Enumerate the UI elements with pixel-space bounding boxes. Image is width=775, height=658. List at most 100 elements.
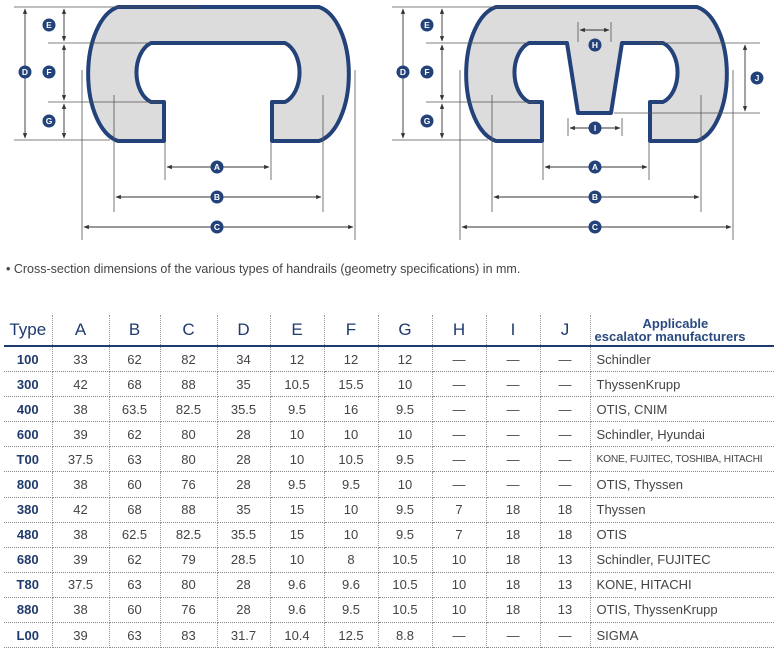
cell-dim-g: 9.5 (378, 497, 433, 523)
cell-manufacturers: OTIS, Thyssen (590, 471, 774, 498)
svg-text:J: J (755, 73, 760, 83)
cell-dim-a: 38 (52, 597, 110, 624)
cell-dim-f: 10 (324, 497, 379, 523)
cell-dim-b: 68 (109, 497, 161, 523)
cell-dim-c: 76 (160, 471, 218, 498)
cell-dim-h: — (432, 421, 487, 448)
dim-label-i: I (588, 121, 602, 135)
cell-dim-e: 12 (270, 346, 325, 373)
cell-type: 400 (4, 396, 53, 423)
cell-dim-c: 80 (160, 421, 218, 448)
figure-caption: • Cross-section dimensions of the variou… (6, 262, 521, 276)
cell-dim-f: 10.5 (324, 446, 379, 473)
svg-text:G: G (424, 116, 431, 126)
cell-dim-i: 18 (486, 497, 541, 523)
cell-manufacturers: KONE, FUJITEC, TOSHIBA, HITACHI (590, 446, 774, 473)
dim-label-g-ribbed: G (420, 114, 434, 128)
cell-dim-g: 8.8 (378, 622, 433, 649)
col-header-j: J (540, 315, 591, 347)
dim-label-d: D (18, 65, 32, 79)
cell-dim-b: 62 (109, 547, 161, 573)
cell-dim-i: 18 (486, 572, 541, 598)
svg-text:E: E (46, 20, 52, 30)
svg-text:F: F (424, 67, 429, 77)
cell-dim-i: 18 (486, 547, 541, 573)
cell-dim-i: — (486, 471, 541, 498)
svg-text:C: C (214, 222, 220, 232)
cell-dim-c: 82.5 (160, 396, 218, 423)
cell-dim-e: 9.5 (270, 396, 325, 423)
cell-dim-c: 88 (160, 497, 218, 523)
cell-dim-g: 10 (378, 371, 433, 398)
cell-dim-h: 7 (432, 522, 487, 548)
cell-dim-g: 10.5 (378, 547, 433, 573)
col-header-type: Type (4, 315, 53, 347)
col-header-d: D (217, 315, 271, 347)
cell-dim-b: 62 (109, 346, 161, 373)
cell-dim-j: — (540, 471, 591, 498)
cell-dim-a: 37.5 (52, 572, 110, 598)
cell-dim-f: 9.6 (324, 572, 379, 598)
dim-label-a: A (210, 160, 224, 174)
handrail-profile-ribbed (464, 5, 729, 143)
cell-dim-c: 82.5 (160, 522, 218, 548)
svg-text:C: C (592, 222, 598, 232)
cell-dim-i: 18 (486, 597, 541, 624)
cell-dim-f: 9.5 (324, 597, 379, 624)
cell-dim-i: 18 (486, 522, 541, 548)
svg-text:B: B (214, 192, 220, 202)
cell-dim-e: 10 (270, 421, 325, 448)
cell-dim-b: 63.5 (109, 396, 161, 423)
cell-dim-f: 8 (324, 547, 379, 573)
svg-text:F: F (46, 67, 51, 77)
col-header-c: C (160, 315, 218, 347)
cell-dim-j: — (540, 371, 591, 398)
svg-text:G: G (46, 116, 53, 126)
cell-dim-f: 15.5 (324, 371, 379, 398)
cell-manufacturers: OTIS, ThyssenKrupp (590, 597, 774, 624)
cell-dim-b: 68 (109, 371, 161, 398)
cell-dim-b: 60 (109, 471, 161, 498)
cell-type: L00 (4, 622, 53, 649)
dim-label-c-ribbed: C (588, 220, 602, 234)
cell-dim-d: 28.5 (217, 547, 271, 573)
cell-dim-c: 80 (160, 572, 218, 598)
cell-dim-i: — (486, 446, 541, 473)
cell-dim-j: 13 (540, 547, 591, 573)
cell-dim-d: 28 (217, 572, 271, 598)
cell-type: 300 (4, 371, 53, 398)
profile-ribbed: D E F G H I J A B C (392, 5, 764, 240)
svg-text:B: B (592, 192, 598, 202)
cell-dim-c: 82 (160, 346, 218, 373)
cell-dim-g: 9.5 (378, 396, 433, 423)
cell-dim-f: 10 (324, 421, 379, 448)
cell-dim-g: 10.5 (378, 597, 433, 624)
svg-text:D: D (400, 67, 406, 77)
cell-dim-h: 10 (432, 547, 487, 573)
cell-dim-e: 10.4 (270, 622, 325, 649)
cell-dim-h: 7 (432, 497, 487, 523)
cell-manufacturers: KONE, HITACHI (590, 572, 774, 598)
cell-dim-h: — (432, 471, 487, 498)
cell-dim-b: 63 (109, 446, 161, 473)
dim-label-b-ribbed: B (588, 190, 602, 204)
cell-dim-i: — (486, 421, 541, 448)
cell-dim-e: 10 (270, 446, 325, 473)
cell-dim-h: 10 (432, 572, 487, 598)
dim-label-j: J (750, 71, 764, 85)
cell-dim-a: 39 (52, 622, 110, 649)
cell-dim-a: 39 (52, 421, 110, 448)
col-header-manufacturers: Applicable escalator manufacturers (590, 315, 774, 347)
cell-dim-g: 12 (378, 346, 433, 373)
cell-dim-j: — (540, 396, 591, 423)
dim-label-b: B (210, 190, 224, 204)
cell-dim-i: — (486, 396, 541, 423)
svg-text:A: A (214, 162, 220, 172)
cell-dim-d: 28 (217, 421, 271, 448)
cell-dim-d: 28 (217, 446, 271, 473)
